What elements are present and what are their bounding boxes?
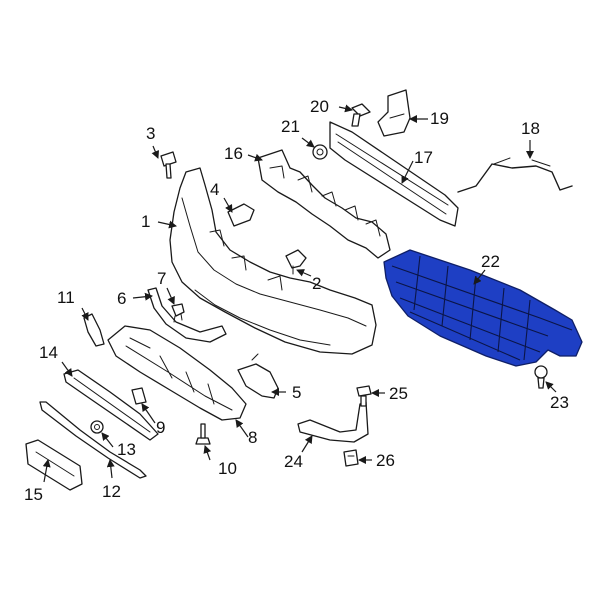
- callout-10: 10: [218, 459, 237, 478]
- part-3-bolt[interactable]: [160, 151, 177, 179]
- callout-25: 25: [389, 384, 408, 403]
- callout-labels: 3 1 4 2 6 7 11 14 9 8 13 12 15 10 5 16 1…: [24, 97, 569, 504]
- callout-3: 3: [146, 124, 155, 143]
- part-26-clip[interactable]: [343, 449, 359, 467]
- part-19-mount-bracket[interactable]: [377, 89, 411, 137]
- part-11-side-bracket[interactable]: [83, 313, 105, 347]
- callout-21: 21: [281, 117, 300, 136]
- callout-26: 26: [376, 451, 395, 470]
- part-12-molding[interactable]: [39, 401, 147, 479]
- part-8-lower-deflector[interactable]: [107, 325, 247, 421]
- callout-16: 16: [224, 144, 243, 163]
- part-2-clip[interactable]: [285, 249, 307, 275]
- callout-14: 14: [39, 343, 58, 362]
- callout-6: 6: [117, 289, 126, 308]
- callout-7: 7: [157, 269, 166, 288]
- part-6-seal-strip[interactable]: [147, 287, 227, 343]
- part-24-side-bracket[interactable]: [297, 401, 369, 443]
- part-20-bolt[interactable]: [351, 103, 371, 127]
- callout-23: 23: [550, 393, 569, 412]
- callout-9: 9: [156, 418, 165, 437]
- part-7-fastener[interactable]: [171, 303, 185, 323]
- callout-12: 12: [102, 482, 121, 501]
- part-10-bolt[interactable]: [195, 423, 211, 445]
- part-13-clip[interactable]: [90, 420, 104, 434]
- callout-15: 15: [24, 485, 43, 504]
- part-15-license-bracket[interactable]: [25, 439, 83, 491]
- part-1-bumper-cover[interactable]: [169, 167, 377, 355]
- part-17-impact-beam[interactable]: [329, 121, 459, 227]
- callout-11: 11: [57, 288, 75, 307]
- callout-18: 18: [521, 119, 540, 138]
- part-14-grille-strip[interactable]: [63, 369, 159, 441]
- callout-13: 13: [117, 440, 136, 459]
- callout-8: 8: [248, 428, 257, 447]
- part-23-bolt[interactable]: [534, 365, 548, 389]
- part-22-air-deflector-highlighted[interactable]: [383, 249, 583, 367]
- part-16-energy-absorber[interactable]: [257, 149, 391, 259]
- callout-4: 4: [210, 180, 219, 199]
- part-18-support-rod[interactable]: [457, 157, 573, 193]
- part-4-bracket[interactable]: [227, 203, 255, 227]
- leader-lines: [42, 104, 557, 483]
- part-25-bolt[interactable]: [356, 385, 372, 407]
- callout-1: 1: [141, 212, 150, 231]
- callout-19: 19: [430, 109, 449, 128]
- callout-24: 24: [284, 452, 303, 471]
- callout-5: 5: [292, 383, 301, 402]
- callout-20: 20: [310, 97, 329, 116]
- part-21-nut[interactable]: [312, 144, 328, 160]
- callout-17: 17: [414, 148, 433, 167]
- callout-22: 22: [481, 252, 500, 271]
- part-9-clip[interactable]: [131, 387, 147, 405]
- callout-2: 2: [312, 274, 321, 293]
